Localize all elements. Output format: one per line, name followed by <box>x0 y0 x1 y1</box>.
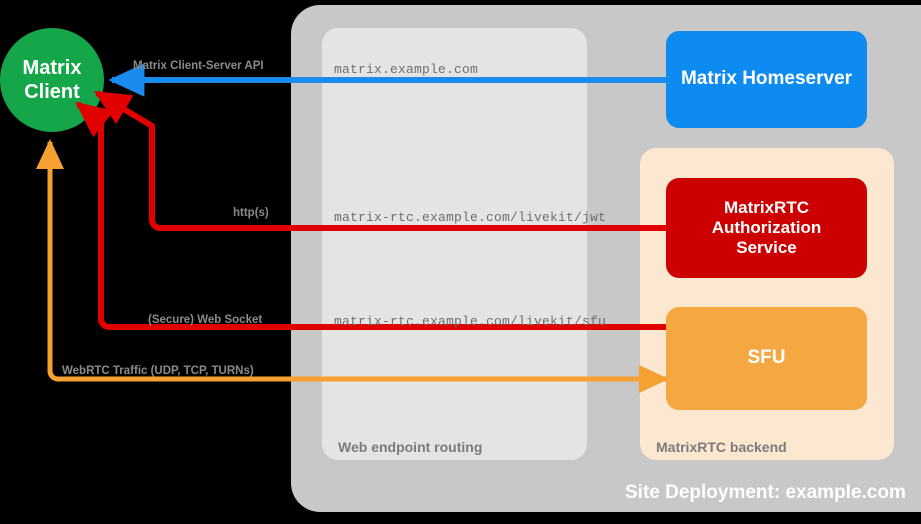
matrix-homeserver-box[interactable] <box>666 31 867 128</box>
matrix-client-circle[interactable] <box>0 28 104 132</box>
sfu-box[interactable] <box>666 307 867 410</box>
endpoint-matrix-label: matrix.example.com <box>334 62 479 77</box>
connection-https <box>93 90 666 231</box>
matrixrtc-authorization-service-box[interactable] <box>666 178 867 278</box>
matrixrtc-backend-caption: MatrixRTC backend <box>656 439 787 455</box>
web-endpoint-routing-panel <box>322 28 587 460</box>
connection-websocket <box>75 101 666 330</box>
endpoint-livekit-sfu-label: matrix-rtc.example.com/livekit/sfu <box>334 314 607 329</box>
web-endpoint-routing-caption: Web endpoint routing <box>338 439 483 455</box>
connection-label-https: http(s) <box>233 207 269 219</box>
connection-label-matrix-client-server-api: Matrix Client-Server API <box>133 60 264 72</box>
site-deployment-caption: Site Deployment: example.com <box>625 482 906 503</box>
connection-label-websocket: (Secure) Web Socket <box>148 314 263 326</box>
connection-label-webrtc: WebRTC Traffic (UDP, TCP, TURNs) <box>62 365 254 377</box>
endpoint-livekit-jwt-label: matrix-rtc.example.com/livekit/jwt <box>334 210 607 225</box>
